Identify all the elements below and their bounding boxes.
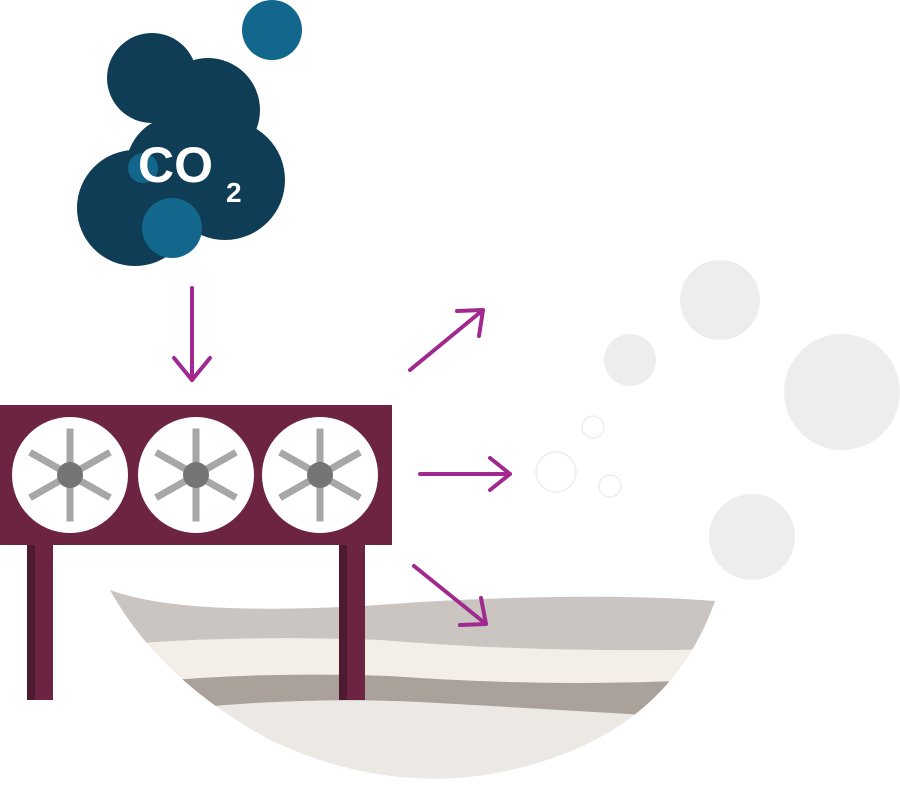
gas-bubble-icon — [535, 451, 577, 493]
ground-section — [110, 590, 715, 779]
co2-cloud-icon: CO 2 — [77, 0, 302, 266]
arrow-up-right-icon — [408, 308, 485, 372]
gas-bubble-icon — [784, 334, 900, 450]
co2-label: CO — [138, 137, 213, 193]
fan-icon — [262, 417, 378, 533]
gas-bubble-icon — [680, 260, 760, 340]
ground-dark-layer — [110, 674, 715, 722]
gas-bubbles — [535, 260, 900, 580]
ground-top-layer — [110, 590, 715, 651]
fan-icon — [138, 417, 254, 533]
air-capture-machine — [0, 405, 392, 700]
arrow-down-icon — [172, 286, 212, 382]
gas-bubble-icon — [581, 415, 605, 439]
arrow-right-icon — [418, 456, 512, 492]
gas-bubble-icon — [598, 474, 622, 498]
ground-cream-layer — [110, 638, 715, 690]
co2-subscript: 2 — [226, 177, 242, 208]
gas-bubble-icon — [604, 334, 656, 386]
arrow-down-right-icon — [412, 564, 488, 627]
gas-bubble-icon — [709, 494, 795, 580]
fan-icon — [12, 417, 128, 533]
